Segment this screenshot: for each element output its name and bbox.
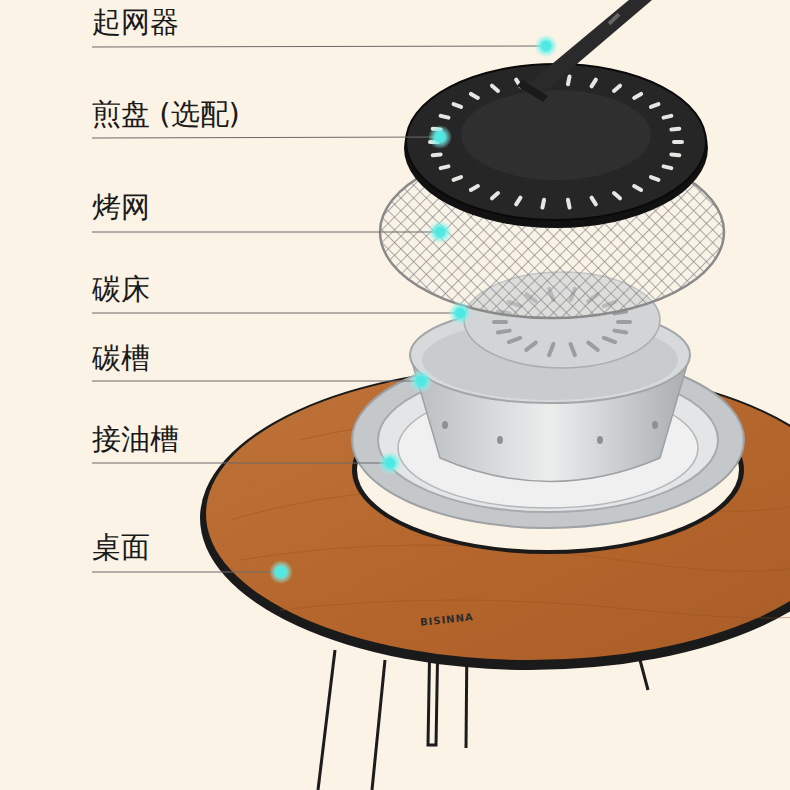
pan-slot (672, 140, 684, 144)
pan-slot (669, 126, 681, 131)
pan-slot (451, 174, 464, 182)
pan-slot (489, 83, 501, 94)
pan-slot (611, 83, 623, 94)
bed-slot (496, 328, 512, 335)
pan-slot (611, 190, 623, 201)
bed-slot (492, 320, 508, 324)
part-label: 接油槽 (92, 421, 179, 457)
callout-dot (534, 34, 558, 58)
callout-dot (269, 560, 293, 584)
part-label: 烤网 (92, 189, 150, 225)
callout-dot (378, 451, 402, 475)
pan-slot (489, 190, 501, 201)
pan-slot (468, 91, 480, 100)
pan-slot (669, 152, 681, 157)
callout-dot (448, 301, 472, 325)
pan-slot (661, 114, 674, 121)
pan-slot (513, 195, 523, 207)
leader-line (92, 463, 390, 464)
pan-slot (648, 174, 661, 182)
bed-slot (568, 341, 578, 357)
pan-slot (661, 164, 674, 171)
grill-pan (404, 64, 708, 228)
leader-line (92, 46, 546, 47)
grid-lifter (517, 0, 652, 102)
pan-slot (451, 102, 464, 110)
part-label: 碳槽 (92, 340, 150, 376)
part-label: 煎盘 (选配) (92, 96, 240, 132)
pan-slot (438, 114, 451, 121)
bed-slot (523, 340, 538, 353)
pan-slot (648, 102, 661, 110)
bed-slot (601, 335, 617, 344)
pan-slot (540, 197, 546, 210)
callout-dots (269, 34, 558, 584)
pan-slot (438, 164, 451, 171)
pan-slot (468, 183, 480, 192)
pan-slot (631, 91, 643, 100)
leader-line (92, 313, 460, 314)
leader-line (92, 572, 281, 573)
callout-dot (409, 369, 433, 393)
leader-line (92, 381, 421, 382)
bed-slot (616, 320, 632, 324)
bed-slot (506, 335, 522, 344)
pan-slot (566, 74, 572, 87)
callout-dot (428, 125, 452, 149)
brand-logo: BISINNA (420, 611, 475, 629)
leader-line (92, 137, 440, 138)
part-label: 碳床 (92, 271, 150, 307)
pan-slot (589, 77, 599, 89)
bed-slot (612, 328, 628, 335)
part-label: 起网器 (92, 4, 179, 40)
part-label: 桌面 (92, 529, 150, 565)
leader-line (92, 232, 440, 233)
bed-slot (585, 340, 600, 353)
pan-slot (430, 152, 442, 157)
pan-slot (566, 197, 572, 210)
bed-slot (546, 341, 556, 357)
leader-lines (92, 46, 546, 572)
pan-slot (631, 183, 643, 192)
callout-dot (428, 220, 452, 244)
pan-slot (589, 195, 599, 207)
